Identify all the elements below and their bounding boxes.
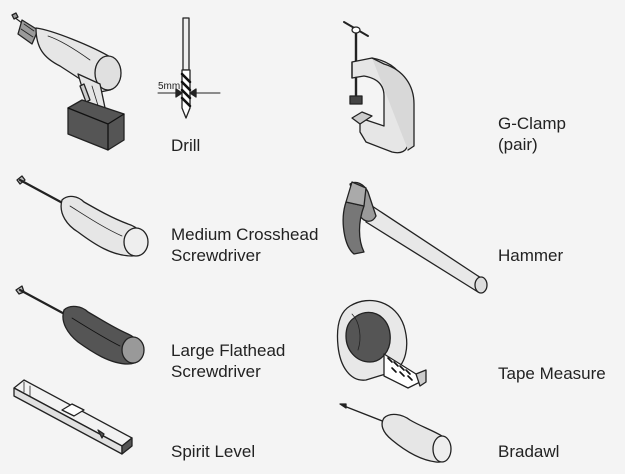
spirit-level-icon — [13, 379, 133, 455]
hammer-label: Hammer — [498, 245, 563, 266]
medium-crosshead-screwdriver-label: Medium Crosshead Screwdriver — [171, 224, 318, 266]
drill-bit-icon — [157, 17, 221, 119]
label-line-1: G-Clamp — [498, 114, 567, 133]
drill-bit-size-label: 5mm — [158, 81, 180, 92]
hammer-icon — [342, 181, 488, 294]
drill-icon — [11, 12, 125, 151]
drill-label-text: Drill — [171, 136, 201, 155]
flathead-screwdriver-icon — [15, 285, 145, 365]
hammer-label-text: Hammer — [498, 246, 564, 265]
label-line-2: Screwdriver — [171, 246, 261, 265]
label-line-1: Medium Crosshead — [171, 225, 319, 244]
bradawl-icon — [339, 403, 452, 463]
drill-label: Drill — [171, 135, 200, 156]
label-line-1: Large Flathead — [171, 341, 286, 360]
spirit-level-label: Spirit Level — [171, 441, 255, 462]
g-clamp-icon — [343, 21, 415, 154]
tape-measure-icon — [336, 299, 427, 389]
crosshead-screwdriver-icon — [16, 175, 149, 257]
bradawl-label-text: Bradawl — [498, 442, 560, 461]
label-line-2: Screwdriver — [171, 362, 261, 381]
large-flathead-screwdriver-label: Large Flathead Screwdriver — [171, 340, 285, 382]
label-line-2: (pair) — [498, 135, 538, 154]
g-clamp-label: G-Clamp (pair) — [498, 113, 566, 155]
bradawl-label: Bradawl — [498, 441, 559, 462]
tape-measure-label-text: Tape Measure — [498, 364, 606, 383]
spirit-level-label-text: Spirit Level — [171, 442, 256, 461]
tape-measure-label: Tape Measure — [498, 363, 606, 384]
